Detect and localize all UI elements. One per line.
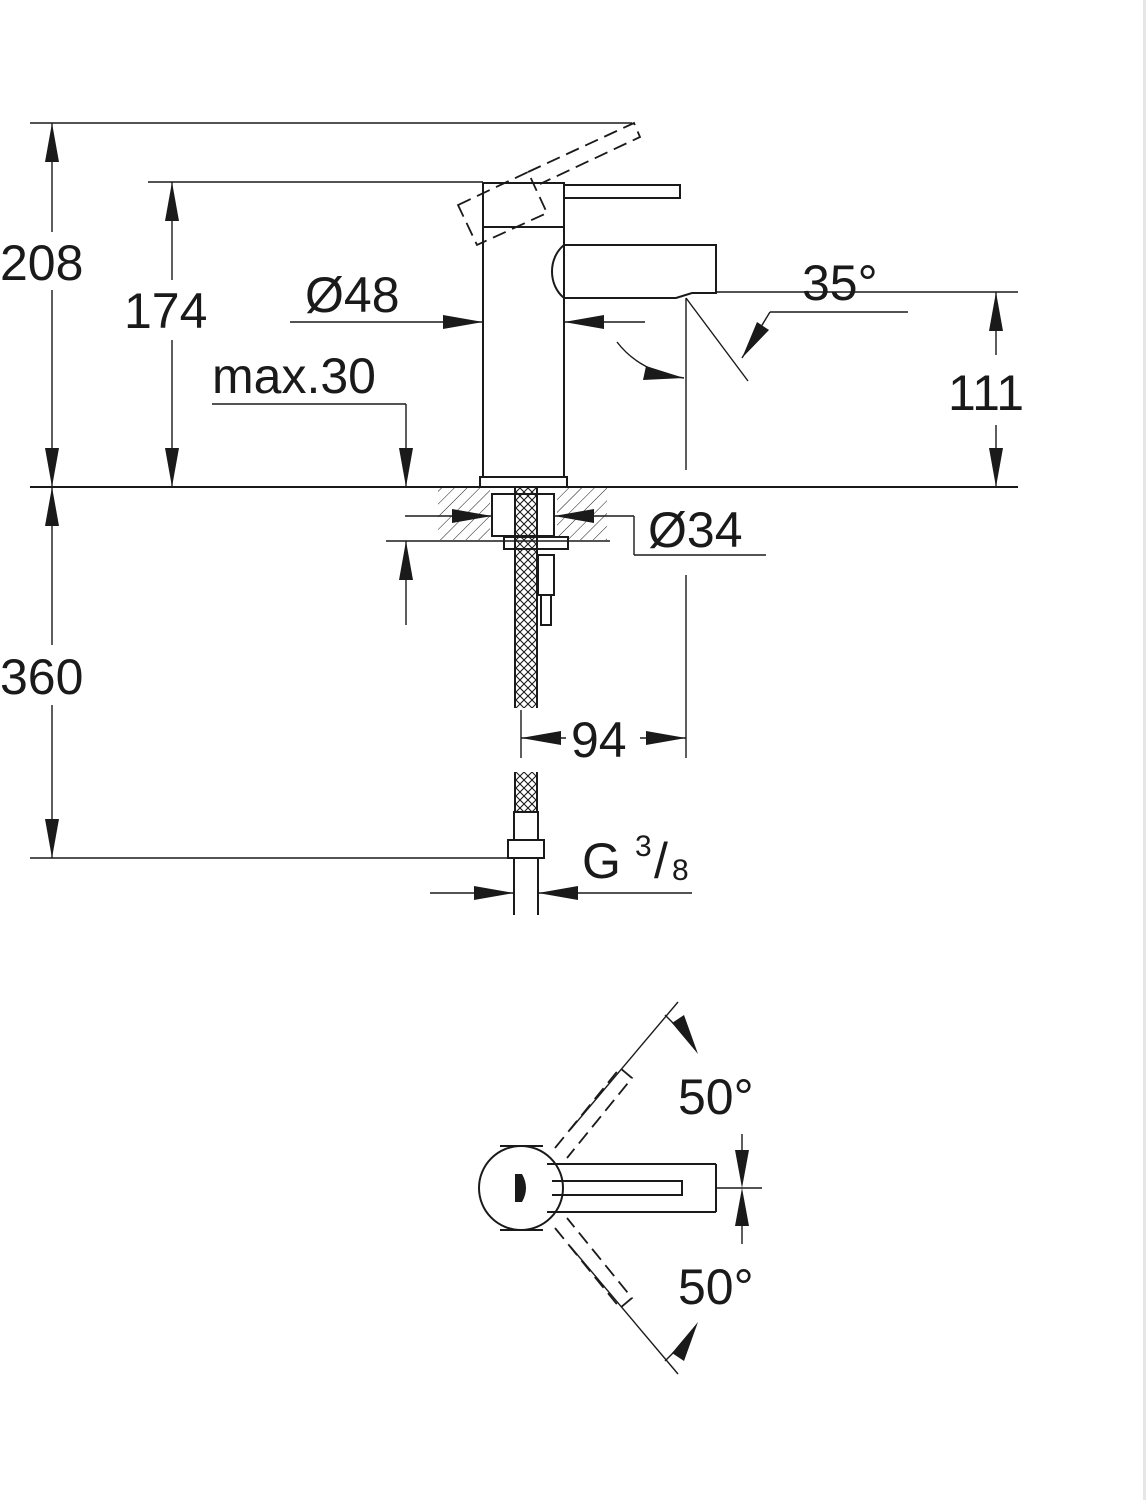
label-lever-angle: 35° xyxy=(802,255,878,311)
label-connection-numerator: 3 xyxy=(635,830,652,863)
faucet-side-view xyxy=(30,121,1018,915)
label-handle-height: 174 xyxy=(124,283,207,339)
label-rotation-lower: 50° xyxy=(678,1259,754,1315)
label-total-height: 208 xyxy=(0,235,83,291)
dimension-labels: 208 174 Ø48 max.30 35° 111 Ø34 360 94 G … xyxy=(0,235,1024,1315)
label-below-deck: 360 xyxy=(0,649,83,705)
dimension-lines xyxy=(30,122,1018,900)
label-max-thickness: max.30 xyxy=(212,348,376,404)
label-body-diameter: Ø48 xyxy=(305,267,400,323)
page-edge-rule xyxy=(1143,0,1146,1500)
label-connection-denominator: 8 xyxy=(672,854,689,887)
label-spout-height: 111 xyxy=(948,365,1024,421)
label-rotation-upper: 50° xyxy=(678,1069,754,1125)
label-connection-thread: G xyxy=(582,833,621,889)
faucet-top-view xyxy=(478,1001,762,1375)
label-hole-diameter: Ø34 xyxy=(648,502,743,558)
label-reach: 94 xyxy=(571,712,627,768)
label-connection-slash: / xyxy=(654,833,668,889)
